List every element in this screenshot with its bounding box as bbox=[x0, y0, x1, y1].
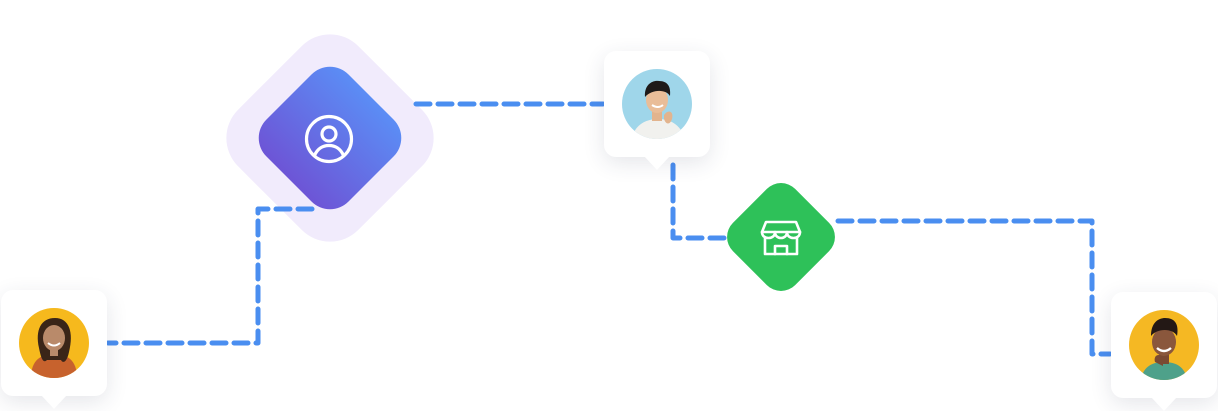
storefront-icon bbox=[760, 220, 802, 256]
connector-store-to-man-yellow bbox=[835, 218, 1113, 357]
avatar-man-blue bbox=[622, 69, 692, 139]
user-profile-node[interactable] bbox=[248, 56, 412, 220]
avatar-woman bbox=[19, 308, 89, 378]
connector-man-blue-to-store bbox=[670, 162, 727, 241]
user-circle-icon bbox=[304, 114, 354, 164]
avatar-card-man-blue[interactable] bbox=[604, 51, 710, 170]
connector-user-to-woman bbox=[105, 206, 315, 346]
avatar-card-man-yellow[interactable] bbox=[1111, 292, 1217, 411]
avatar-man-yellow bbox=[1129, 310, 1199, 380]
avatar-card-woman[interactable] bbox=[1, 290, 107, 409]
store-node[interactable] bbox=[719, 175, 843, 299]
